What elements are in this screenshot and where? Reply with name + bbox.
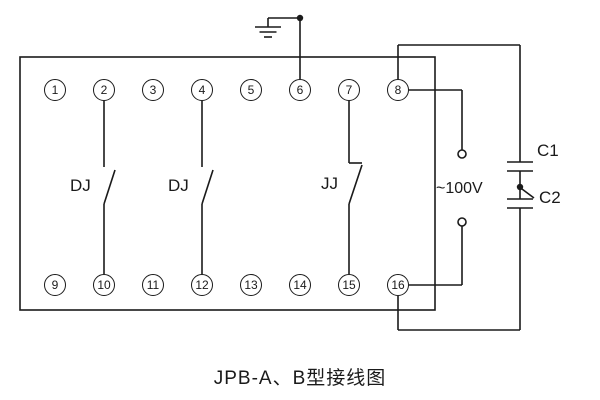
contact-label-dj1: DJ xyxy=(70,176,91,195)
supply-branch-wire xyxy=(409,89,467,286)
contact-dj2 xyxy=(201,101,214,274)
contact-label-jj: JJ xyxy=(321,174,338,193)
capacitor-c1-label: C1 xyxy=(537,141,559,160)
diagram-title: JPB-A、B型接线图 xyxy=(213,368,387,389)
terminal-7: 7 xyxy=(338,79,360,101)
c2-leader-line xyxy=(521,188,535,199)
supply-terminal-bottom xyxy=(457,217,467,227)
capacitor-c2 xyxy=(507,198,533,209)
capacitor-branch-wire xyxy=(397,44,535,331)
terminal-4: 4 xyxy=(191,79,213,101)
contact-jj xyxy=(348,101,363,274)
capacitor-c2-label: C2 xyxy=(539,188,561,207)
junction-dot xyxy=(296,14,304,22)
terminal-3: 3 xyxy=(142,79,164,101)
terminal-5: 5 xyxy=(240,79,262,101)
terminal-9: 9 xyxy=(44,274,66,296)
ground-branch-wire xyxy=(255,14,304,79)
ground-icon xyxy=(255,26,281,38)
capacitor-c1 xyxy=(507,161,533,172)
terminal-6: 6 xyxy=(289,79,311,101)
terminal-13: 13 xyxy=(240,274,262,296)
terminal-8: 8 xyxy=(387,79,409,101)
terminal-14: 14 xyxy=(289,274,311,296)
terminal-1: 1 xyxy=(44,79,66,101)
terminal-10: 10 xyxy=(93,274,115,296)
contact-dj1 xyxy=(103,101,116,274)
terminal-15: 15 xyxy=(338,274,360,296)
contact-label-dj2: DJ xyxy=(168,176,189,195)
voltage-label: ~100V xyxy=(436,180,483,197)
terminal-11: 11 xyxy=(142,274,164,296)
terminal-16: 16 xyxy=(387,274,409,296)
terminal-12: 12 xyxy=(191,274,213,296)
junction-dot xyxy=(516,183,524,191)
terminal-2: 2 xyxy=(93,79,115,101)
relay-box-outline xyxy=(19,56,436,311)
supply-terminal-top xyxy=(457,149,467,159)
